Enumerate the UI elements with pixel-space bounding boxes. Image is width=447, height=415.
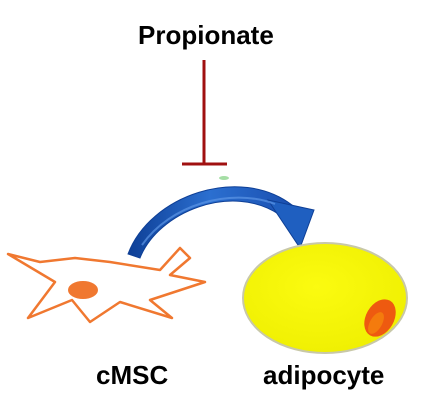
arrow-highlight <box>141 196 276 246</box>
arrow-head <box>266 199 315 250</box>
adipocyte-label: adipocyte <box>263 360 385 390</box>
msc-cell <box>6 246 207 324</box>
adipocyte-cell <box>242 242 408 354</box>
adipocyte-body <box>242 242 408 354</box>
msc-cell-body <box>6 246 207 324</box>
differentiation-arrow <box>127 186 315 259</box>
inhibition-symbol <box>182 60 227 166</box>
propionate-label: Propionate <box>138 20 274 50</box>
msc-nucleus <box>68 281 98 299</box>
marker-dot <box>219 176 229 180</box>
arrow-shaft <box>127 186 293 259</box>
cmsc-label: cMSC <box>96 360 169 390</box>
adipocyte-nucleus-highlight <box>368 312 384 334</box>
